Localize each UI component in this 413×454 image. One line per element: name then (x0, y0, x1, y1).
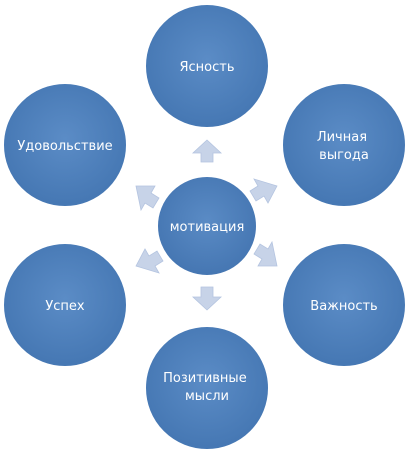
node-top-label-line-1: Ясность (179, 60, 234, 75)
node-bottom-label-line-1: Позитивные (163, 371, 247, 386)
node-upper-right-label-line-1: Личная (317, 130, 367, 145)
node-upper-left-circle (2, 82, 128, 208)
node-lower-right-label: Важность (310, 299, 377, 314)
node-bottom: Позитивные мысли (144, 325, 270, 451)
node-lower-left: Успех (2, 242, 128, 368)
center-node-label: мотивация (170, 220, 245, 235)
node-lower-right: Важность (281, 242, 407, 368)
node-lower-left-label: Успех (45, 299, 85, 314)
arrow-upper-right (249, 178, 278, 204)
node-bottom-label: Позитивные мысли (163, 371, 251, 404)
center-node-circle (156, 175, 258, 277)
node-bottom-circle (144, 325, 270, 451)
node-bottom-label-line-2: мысли (185, 389, 229, 404)
node-lower-left-circle (2, 242, 128, 368)
arrow-down (191, 286, 223, 311)
center-node-label-line: мотивация (170, 220, 245, 235)
node-upper-right-circle (281, 82, 407, 208)
arrow-up (191, 139, 223, 163)
arrow-upper-left (135, 185, 160, 212)
node-lower-right-circle (281, 242, 407, 368)
center-node: мотивация (156, 175, 258, 277)
node-upper-left: Удовольствие (2, 82, 128, 208)
node-top: Ясность (144, 3, 270, 129)
node-lower-left-label-line-1: Успех (45, 299, 85, 314)
node-lower-right-label-line-1: Важность (310, 299, 377, 314)
node-upper-right: Личная выгода (281, 82, 407, 208)
node-upper-right-label: Личная выгода (317, 130, 371, 163)
node-top-label: Ясность (179, 60, 234, 75)
node-upper-left-label-line-1: Удовольствие (17, 139, 112, 154)
node-upper-right-label-line-2: выгода (319, 148, 369, 163)
arrow-lower-right (253, 240, 278, 267)
node-upper-left-label: Удовольствие (17, 139, 112, 154)
arrow-lower-left (135, 248, 164, 274)
node-top-circle (144, 3, 270, 129)
